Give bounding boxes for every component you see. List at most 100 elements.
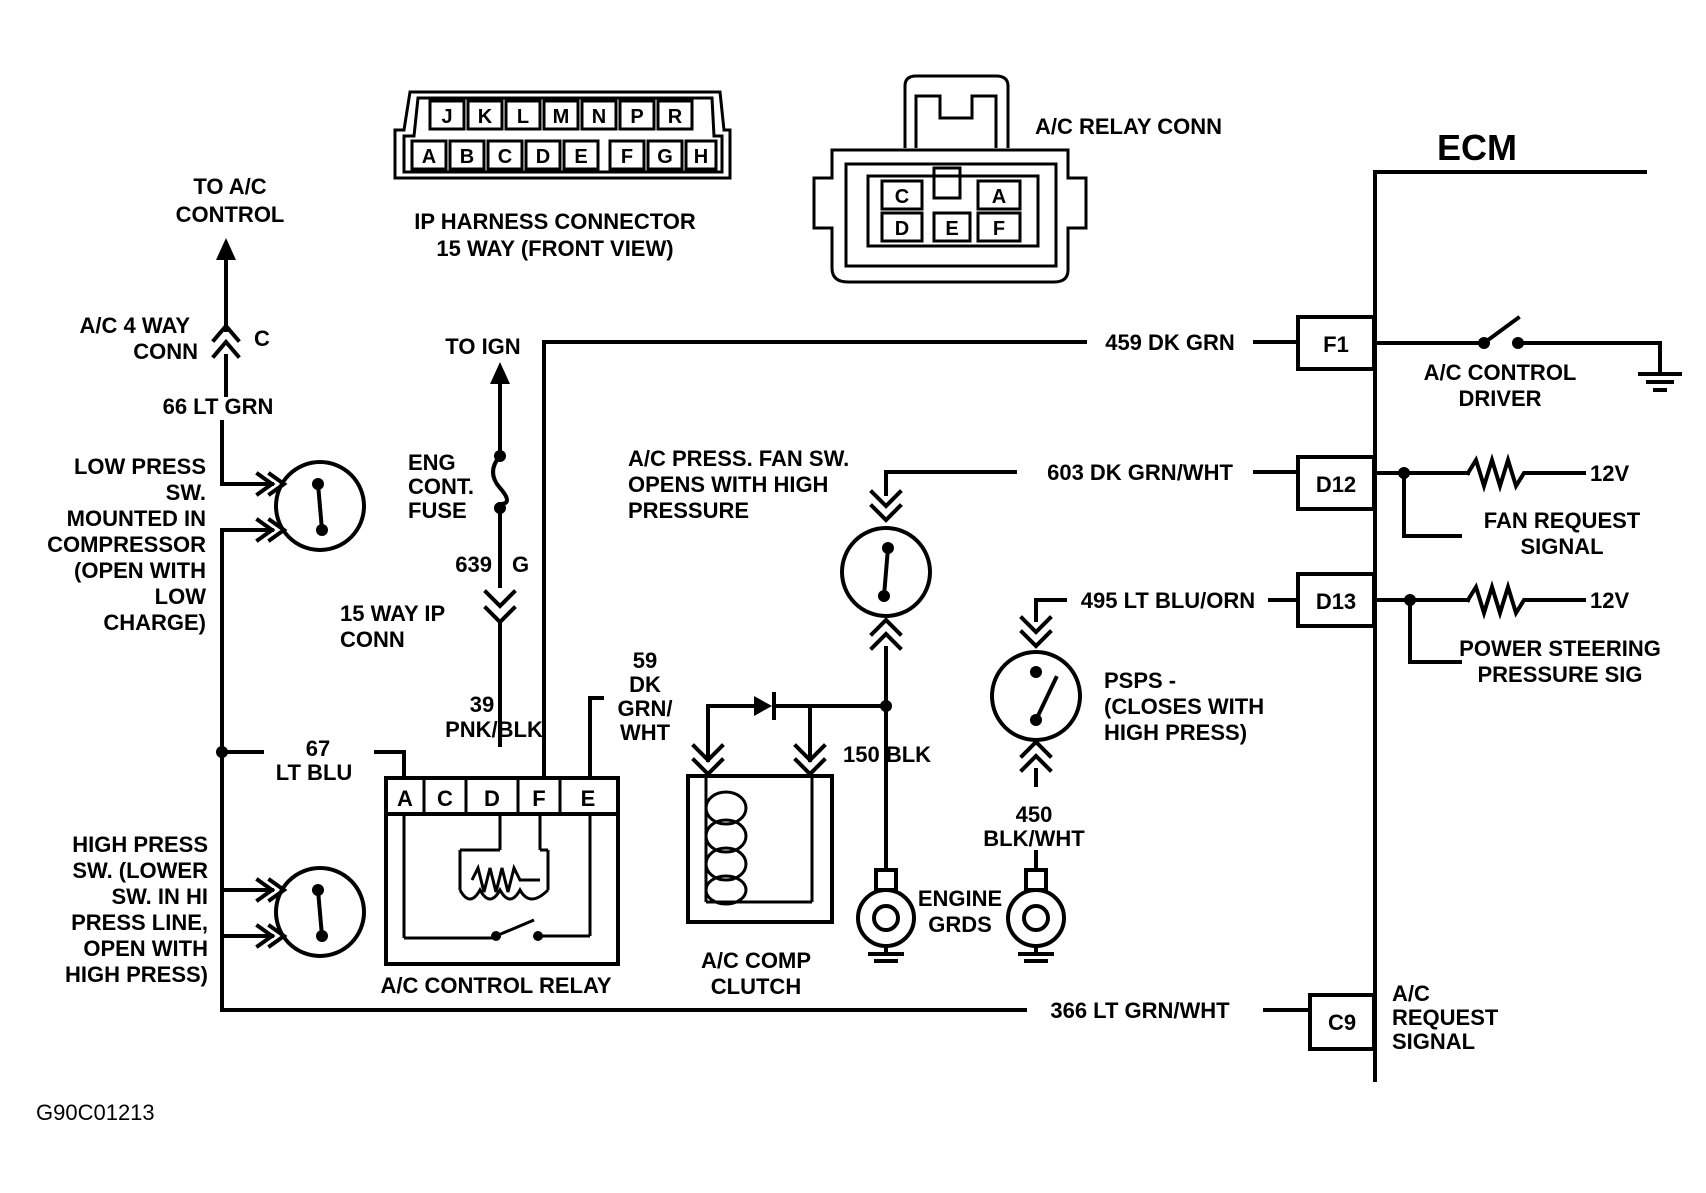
ecm-pin-d12-label: D12 (1316, 472, 1356, 497)
relay-pin-a: A (397, 786, 413, 811)
ip-harness-connector: J K L M N P R A B C D E F G H IP HARNESS… (393, 90, 732, 261)
ecm-pin-d13-label: D13 (1316, 589, 1356, 614)
ac-control-driver-switch (1373, 315, 1682, 392)
ip-pin-k: K (478, 106, 493, 128)
ac-request-signal-label-1: A/C (1392, 981, 1430, 1006)
svg-text:WHT: WHT (620, 720, 671, 745)
svg-text:PRESS LINE,: PRESS LINE, (71, 910, 208, 935)
ip-harness-connector-label-2: 15 WAY (FRONT VIEW) (436, 236, 673, 261)
svg-text:GRN/: GRN/ (618, 696, 673, 721)
eng-cont-fuse-label-1: ENG (408, 450, 456, 475)
wire-366-label: 366 LT GRN/WHT (1050, 998, 1230, 1023)
eng-cont-fuse-label-3: FUSE (408, 498, 467, 523)
ip-pin-e: E (574, 146, 587, 168)
svg-text:SW. (LOWER: SW. (LOWER (72, 858, 208, 883)
svg-text:LOW: LOW (155, 584, 207, 609)
power-steering-label-1: POWER STEERING (1459, 636, 1661, 661)
ip-harness-connector-label-1: IP HARNESS CONNECTOR (414, 209, 696, 234)
fan-request-12v-label: 12V (1590, 461, 1629, 486)
power-steering-12v-label: 12V (1590, 588, 1629, 613)
svg-text:59: 59 (633, 648, 657, 673)
wire-366: 366 LT GRN/WHT (220, 998, 1312, 1023)
relay-pin-d: D (484, 786, 500, 811)
ecm-label: ECM (1437, 127, 1517, 168)
fan-request-circuit (1373, 453, 1586, 538)
ac-comp-clutch: A/C COMP CLUTCH (686, 692, 888, 999)
ip-pin-d: D (536, 146, 550, 168)
ac-4way-conn-label-2: CONN (133, 339, 198, 364)
ac-relay-connector: C A D E F A/C RELAY CONN (812, 74, 1222, 284)
wire-39-label-2: PNK/BLK (445, 717, 543, 742)
ecm-pin-f1-label: F1 (1323, 332, 1349, 357)
svg-text:SW. IN HI: SW. IN HI (111, 884, 208, 909)
engine-grds-label-2: GRDS (928, 912, 992, 937)
figure-code: G90C01213 (36, 1100, 155, 1125)
ip-pin-m: M (553, 106, 570, 128)
relay-pin-f: F (532, 786, 545, 811)
ip-pin-c: C (498, 146, 512, 168)
high-press-switch (220, 866, 366, 958)
ip-pin-f: F (621, 146, 633, 168)
relay-conn-pin-e: E (945, 218, 958, 240)
diode-icon (754, 696, 772, 716)
wire-67: 67 LT BLU (220, 736, 406, 785)
ip-pin-j: J (441, 106, 452, 128)
svg-text:MOUNTED IN: MOUNTED IN (67, 506, 206, 531)
psps-label-3: HIGH PRESS) (1104, 720, 1247, 745)
ac-control-driver-label-1: A/C CONTROL (1424, 360, 1577, 385)
ip-bottom-pin-row: A B C D E F G H (410, 139, 718, 171)
ac-press-fan-sw-label-1: A/C PRESS. FAN SW. (628, 446, 849, 471)
ac-relay-conn-label: A/C RELAY CONN (1035, 114, 1222, 139)
ac-press-fan-sw-label-2: OPENS WITH HIGH (628, 472, 828, 497)
wire-450-label-1: 450 (1016, 802, 1053, 827)
engine-grds-label-1: ENGINE (918, 886, 1002, 911)
ip-pin-a: A (422, 146, 436, 168)
wire-603-label: 603 DK GRN/WHT (1047, 460, 1233, 485)
15way-ip-conn-label-1: 15 WAY IP (340, 601, 445, 626)
ac-comp-clutch-label-2: CLUTCH (711, 974, 801, 999)
ignition-feed: TO IGN (445, 334, 521, 747)
ip-top-pin-row: J K L M N P R (428, 99, 694, 131)
ac-control-relay: A C D F E A/C CONTROL RELAY (380, 776, 620, 998)
psps-label-2: (CLOSES WITH (1104, 694, 1264, 719)
psps-switch: 495 LT BLU/ORN (990, 588, 1300, 787)
wire-639-label: 639 (455, 552, 492, 577)
relay-conn-pin-c: C (895, 186, 909, 208)
to-ign-arrow-icon (490, 362, 510, 384)
ecm-pin-c9-label: C9 (1328, 1010, 1356, 1035)
wire-39-label-1: 39 (470, 692, 494, 717)
wire-459: 459 DK GRN (542, 330, 1300, 780)
relay-conn-pin-d: D (895, 218, 909, 240)
svg-text:(OPEN WITH: (OPEN WITH (74, 558, 206, 583)
ac-4way-connector: TO A/C CONTROL A/C 4 WAY CONN C 66 LT GR… (80, 174, 285, 419)
ac-press-fan-sw-label-3: PRESSURE (628, 498, 749, 523)
psps-label-1: PSPS - (1104, 668, 1176, 693)
to-ac-control-label-2: CONTROL (176, 202, 285, 227)
svg-text:COMPRESSOR: COMPRESSOR (47, 532, 206, 557)
svg-text:OPEN WITH: OPEN WITH (83, 936, 208, 961)
to-ign-label: TO IGN (445, 334, 520, 359)
power-steering-label-2: PRESSURE SIG (1477, 662, 1642, 687)
ip-pin-p: P (630, 106, 643, 128)
15way-ip-conn-label-2: CONN (340, 627, 405, 652)
ecm-pin-c9 (1308, 993, 1376, 1051)
relay-conn-pin-a: A (992, 186, 1006, 208)
fan-request-signal-label-1: FAN REQUEST (1484, 508, 1641, 533)
svg-text:DK: DK (629, 672, 661, 697)
power-steering-circuit (1373, 580, 1586, 664)
svg-text:CHARGE): CHARGE) (103, 610, 206, 635)
to-ac-control-arrow-icon (216, 238, 236, 260)
ip-pin-g: G (657, 146, 673, 168)
ip-pin-n: N (592, 106, 606, 128)
svg-text:LT BLU: LT BLU (276, 760, 353, 785)
ac-request-signal-label-3: SIGNAL (1392, 1029, 1475, 1054)
wire-639-color-label: G (512, 552, 529, 577)
eng-cont-fuse-label-2: CONT. (408, 474, 474, 499)
ip-pin-l: L (517, 106, 529, 128)
ip-pin-h: H (694, 146, 708, 168)
wire-459-label: 459 DK GRN (1105, 330, 1235, 355)
fan-request-signal-label-2: SIGNAL (1520, 534, 1603, 559)
ac-comp-clutch-label-1: A/C COMP (701, 948, 811, 973)
svg-text:HIGH PRESS): HIGH PRESS) (65, 962, 208, 987)
